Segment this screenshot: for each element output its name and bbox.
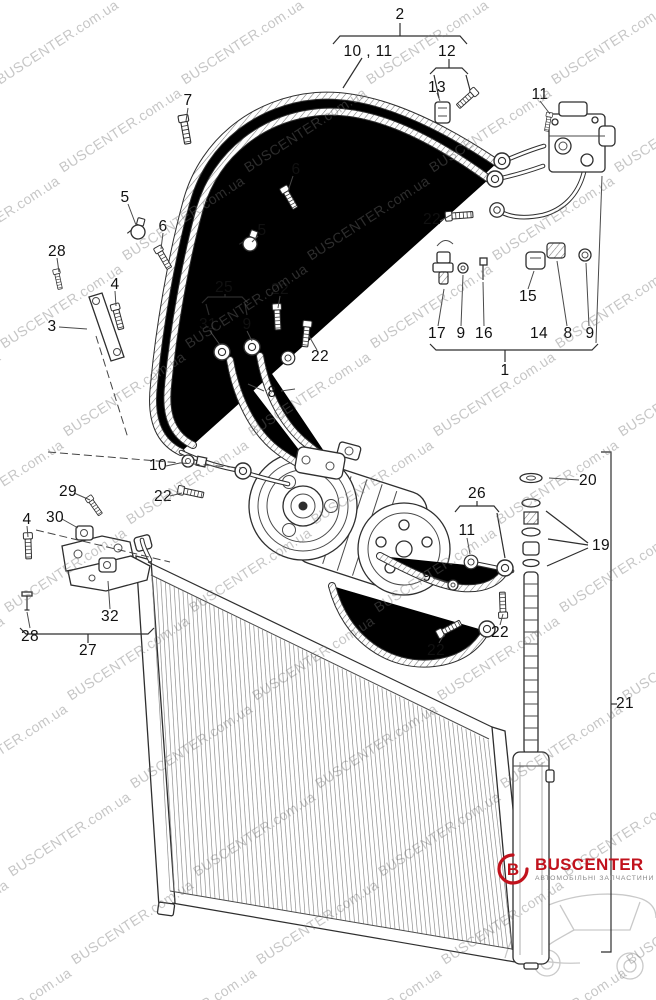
receiver-drier — [512, 472, 555, 970]
drier-rod-segments — [524, 583, 538, 741]
buscenter-logo: B BUSCENTER АВТОМОБІЛЬНІ ЗАПЧАСТИНИ — [496, 852, 654, 886]
compressor — [248, 441, 451, 608]
valve-block — [548, 101, 616, 173]
buscenter-logo-icon: B — [497, 853, 529, 885]
svg-text:B: B — [507, 860, 519, 879]
condenser-fins — [151, 575, 513, 950]
fasteners-and-small-parts — [21, 86, 592, 640]
callout-lines — [19, 23, 617, 953]
condenser — [116, 534, 529, 963]
brand-name: BUSCENTER — [535, 855, 644, 874]
refrigerant-hoses — [153, 96, 587, 664]
brand-tagline: АВТОМОБІЛЬНІ ЗАПЧАСТИНИ — [535, 875, 655, 882]
